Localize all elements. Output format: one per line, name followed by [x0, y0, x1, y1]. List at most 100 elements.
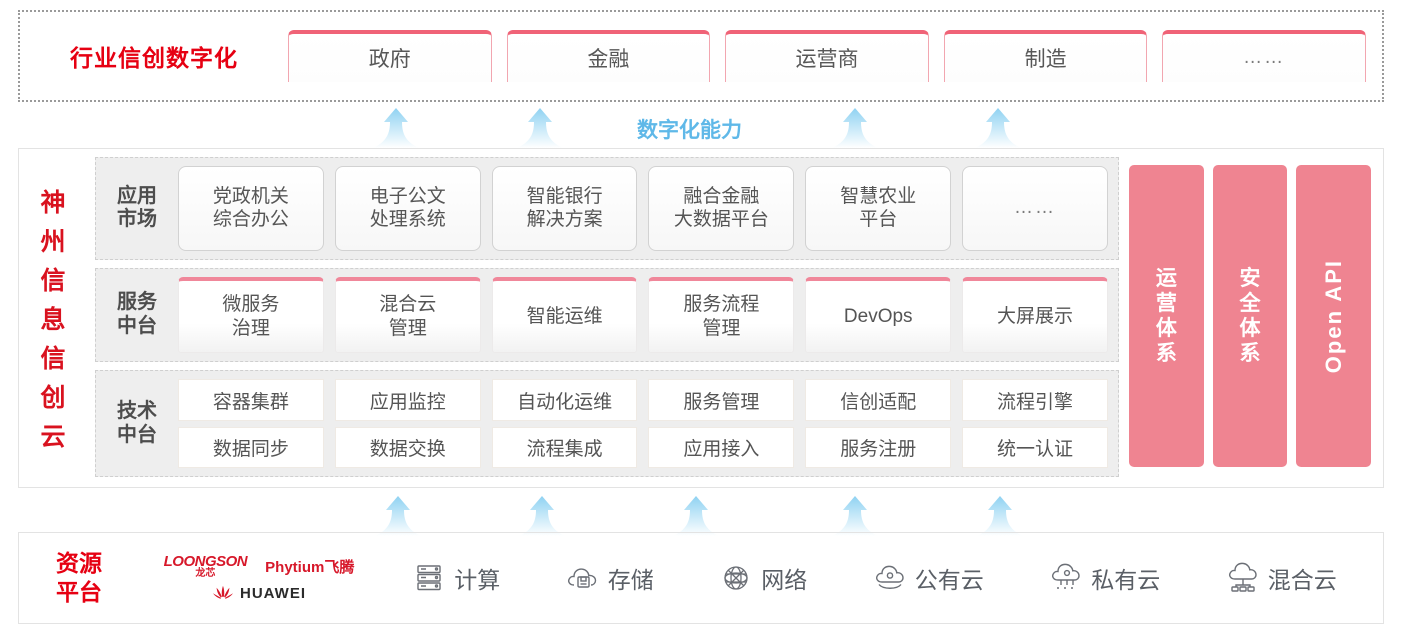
loongson-logo: LOONGSON 龙芯: [164, 554, 248, 579]
tech-card-automated-ops[interactable]: 自动化运维: [491, 379, 638, 421]
loongson-logo-cn: 龙芯: [195, 567, 216, 579]
industry-tab-finance[interactable]: 金融: [506, 30, 711, 82]
resource-item-label: 存储: [607, 567, 654, 593]
pillar-operations-system[interactable]: 运 营 体 系: [1129, 165, 1204, 467]
pillar-char: 安: [1239, 266, 1261, 290]
capability-label: 数字化能力: [637, 119, 742, 142]
resource-item-storage[interactable]: 存储: [565, 561, 654, 595]
resource-item-network[interactable]: 网络: [718, 561, 807, 595]
band-service-platform: 服务 中台 微服务 治理 混合云 管理: [95, 267, 1119, 363]
resource-item-label: 网络: [761, 567, 808, 593]
resource-title-line: 资源: [56, 550, 102, 577]
vendor-logo-row: HUAWEI: [212, 585, 306, 603]
pillar-char: 营: [1155, 291, 1177, 315]
card-line: DevOps: [843, 305, 913, 327]
pillar-label-open-api: Open API: [1320, 258, 1346, 374]
tech-card-service-registry[interactable]: 服务注册: [805, 426, 952, 468]
card-line: 微服务: [222, 293, 280, 315]
server-icon: [411, 561, 447, 595]
tech-card-app-monitoring[interactable]: 应用监控: [334, 379, 481, 421]
pillar-security-system[interactable]: 安 全 体 系: [1212, 165, 1288, 467]
card-line: 解决方案: [526, 209, 603, 231]
card-line: 综合办公: [212, 209, 289, 231]
card-line: 服务流程: [683, 293, 760, 315]
service-card-large-screen-display[interactable]: 大屏展示: [962, 276, 1108, 354]
card-line: 治理: [231, 317, 270, 339]
up-arrow-icon-top-1: [373, 108, 419, 148]
resource-item-list: 计算 存储: [379, 561, 1383, 595]
industry-tab-manufacturing[interactable]: 制造: [943, 30, 1148, 82]
service-card-devops[interactable]: DevOps: [805, 276, 952, 354]
card-line: 智能运维: [526, 305, 603, 327]
pillar-column-group: 运 营 体 系 安 全 体 系 Open API: [1127, 157, 1373, 477]
band-label-line: 市场: [117, 208, 157, 231]
industry-tab-more[interactable]: ……: [1162, 30, 1366, 82]
service-card-intelligent-ops[interactable]: 智能运维: [491, 276, 638, 354]
industry-band: 行业信创数字化 政府 金融 运营商 制造 ……: [18, 10, 1384, 102]
band-label-line: 服务: [117, 291, 157, 314]
resource-platform-band: 资源 平台 LOONGSON 龙芯 Phytium飞腾: [18, 532, 1384, 624]
loongson-logo-en: LOONGSON: [163, 552, 248, 570]
resource-item-private-cloud[interactable]: 私有云: [1048, 561, 1160, 595]
card-line: 智能银行: [526, 185, 603, 207]
cloud-title-char: 信: [40, 345, 66, 373]
cloud-title-char: 息: [40, 306, 66, 334]
resource-item-compute[interactable]: 计算: [411, 561, 500, 595]
app-card-smart-bank[interactable]: 智能银行 解决方案: [491, 166, 638, 251]
app-card-edoc-system[interactable]: 电子公文 处理系统: [334, 166, 481, 251]
app-card-more[interactable]: ……: [962, 166, 1108, 251]
app-card-government-office[interactable]: 党政机关 综合办公: [178, 166, 324, 251]
cloud-title-char: 信: [40, 267, 66, 295]
tech-card-container-cluster[interactable]: 容器集群: [178, 379, 324, 421]
card-line: 大屏展示: [997, 305, 1074, 327]
up-arrow-icon-top-4: [975, 108, 1021, 148]
industry-band-title: 行业信创数字化: [70, 45, 238, 71]
industry-tab-government[interactable]: 政府: [288, 30, 492, 82]
tech-card-row: 数据同步 数据交换 流程集成 应用接入 服务注册 统一认证: [178, 426, 1108, 468]
tech-card-data-sync[interactable]: 数据同步: [178, 426, 324, 468]
pillar-open-api[interactable]: Open API: [1296, 165, 1372, 467]
cloud-storage-icon: [565, 561, 601, 595]
resource-item-hybrid-cloud[interactable]: 混合云: [1225, 561, 1337, 595]
up-arrow-icon-bottom-4: [832, 496, 878, 536]
vendor-logo-group: LOONGSON 龙芯 Phytium飞腾 HUAWEI: [139, 554, 379, 603]
huawei-logo-text: HUAWEI: [240, 585, 306, 602]
resource-item-public-cloud[interactable]: 公有云: [872, 561, 984, 595]
app-card-finance-bigdata[interactable]: 融合金融 大数据平台: [648, 166, 795, 251]
cloud-title-char: 州: [40, 228, 66, 256]
resource-title-line: 平台: [56, 579, 102, 605]
cloud-title-char: 创: [40, 384, 66, 412]
card-line: 党政机关: [212, 185, 289, 207]
card-line: 管理: [702, 317, 741, 339]
service-card-service-process-management[interactable]: 服务流程 管理: [648, 276, 795, 354]
vendor-logo-row: LOONGSON 龙芯 Phytium飞腾: [164, 554, 355, 579]
tech-card-app-access[interactable]: 应用接入: [648, 426, 795, 468]
pillar-label-operations: 运 营 体 系: [1156, 266, 1177, 367]
tech-card-data-exchange[interactable]: 数据交换: [334, 426, 481, 468]
public-cloud-icon: [872, 561, 908, 595]
card-line: 大数据平台: [673, 209, 769, 231]
card-line: 智慧农业: [840, 185, 917, 207]
card-line: 管理: [388, 317, 427, 339]
resource-item-label: 公有云: [914, 567, 984, 593]
service-card-hybrid-cloud-management[interactable]: 混合云 管理: [334, 276, 481, 354]
resource-item-label: 计算: [454, 567, 501, 593]
industry-tab-operator[interactable]: 运营商: [725, 30, 929, 82]
tech-card-grid: 容器集群 应用监控 自动化运维 服务管理 信创适配 流程引擎 数据同步 数据交换…: [178, 379, 1108, 468]
up-arrow-icon-bottom-2: [519, 496, 565, 536]
pillar-char: 运: [1155, 266, 1177, 290]
app-card-smart-agriculture[interactable]: 智慧农业 平台: [805, 166, 952, 251]
tech-card-unified-auth[interactable]: 统一认证: [962, 426, 1108, 468]
resource-item-label: 私有云: [1091, 567, 1161, 593]
band-label-tech-platform: 技术 中台: [106, 400, 168, 447]
pillar-char: 体: [1155, 317, 1177, 340]
network-icon: [718, 561, 754, 595]
up-arrow-icon-top-3: [832, 108, 878, 148]
band-label-line: 应用: [117, 184, 157, 207]
service-card-microservice-governance[interactable]: 微服务 治理: [178, 276, 324, 354]
pillar-char: 系: [1155, 342, 1177, 366]
tech-card-xinchuang-adaptation[interactable]: 信创适配: [805, 379, 952, 421]
tech-card-process-integration[interactable]: 流程集成: [491, 426, 638, 468]
tech-card-service-management[interactable]: 服务管理: [648, 379, 795, 421]
tech-card-process-engine[interactable]: 流程引擎: [962, 379, 1108, 421]
